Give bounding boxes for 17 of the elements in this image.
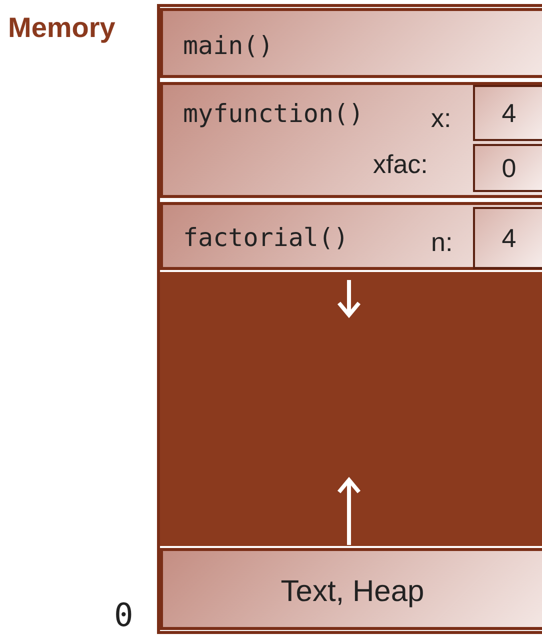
value-box: 4 (473, 85, 542, 141)
variable-name: xfac: (373, 149, 428, 180)
value-box: 0 (473, 144, 542, 192)
free-memory-area (160, 272, 542, 546)
function-name: Text, Heap (280, 575, 426, 609)
function-name: factorial() (183, 223, 349, 252)
variable-name: n: (431, 227, 453, 258)
variable-name: x: (431, 103, 452, 134)
address-label: 0 (114, 596, 134, 634)
function-name: main() (183, 31, 274, 60)
stack-frame-box (160, 548, 542, 630)
memory-label: Memory (8, 12, 116, 44)
function-name: myfunction() (183, 99, 364, 128)
stack-frame-box (160, 8, 542, 78)
value-box: 4 (473, 207, 542, 269)
stack-frame-box (160, 202, 542, 270)
stack-frame-box (160, 82, 542, 198)
